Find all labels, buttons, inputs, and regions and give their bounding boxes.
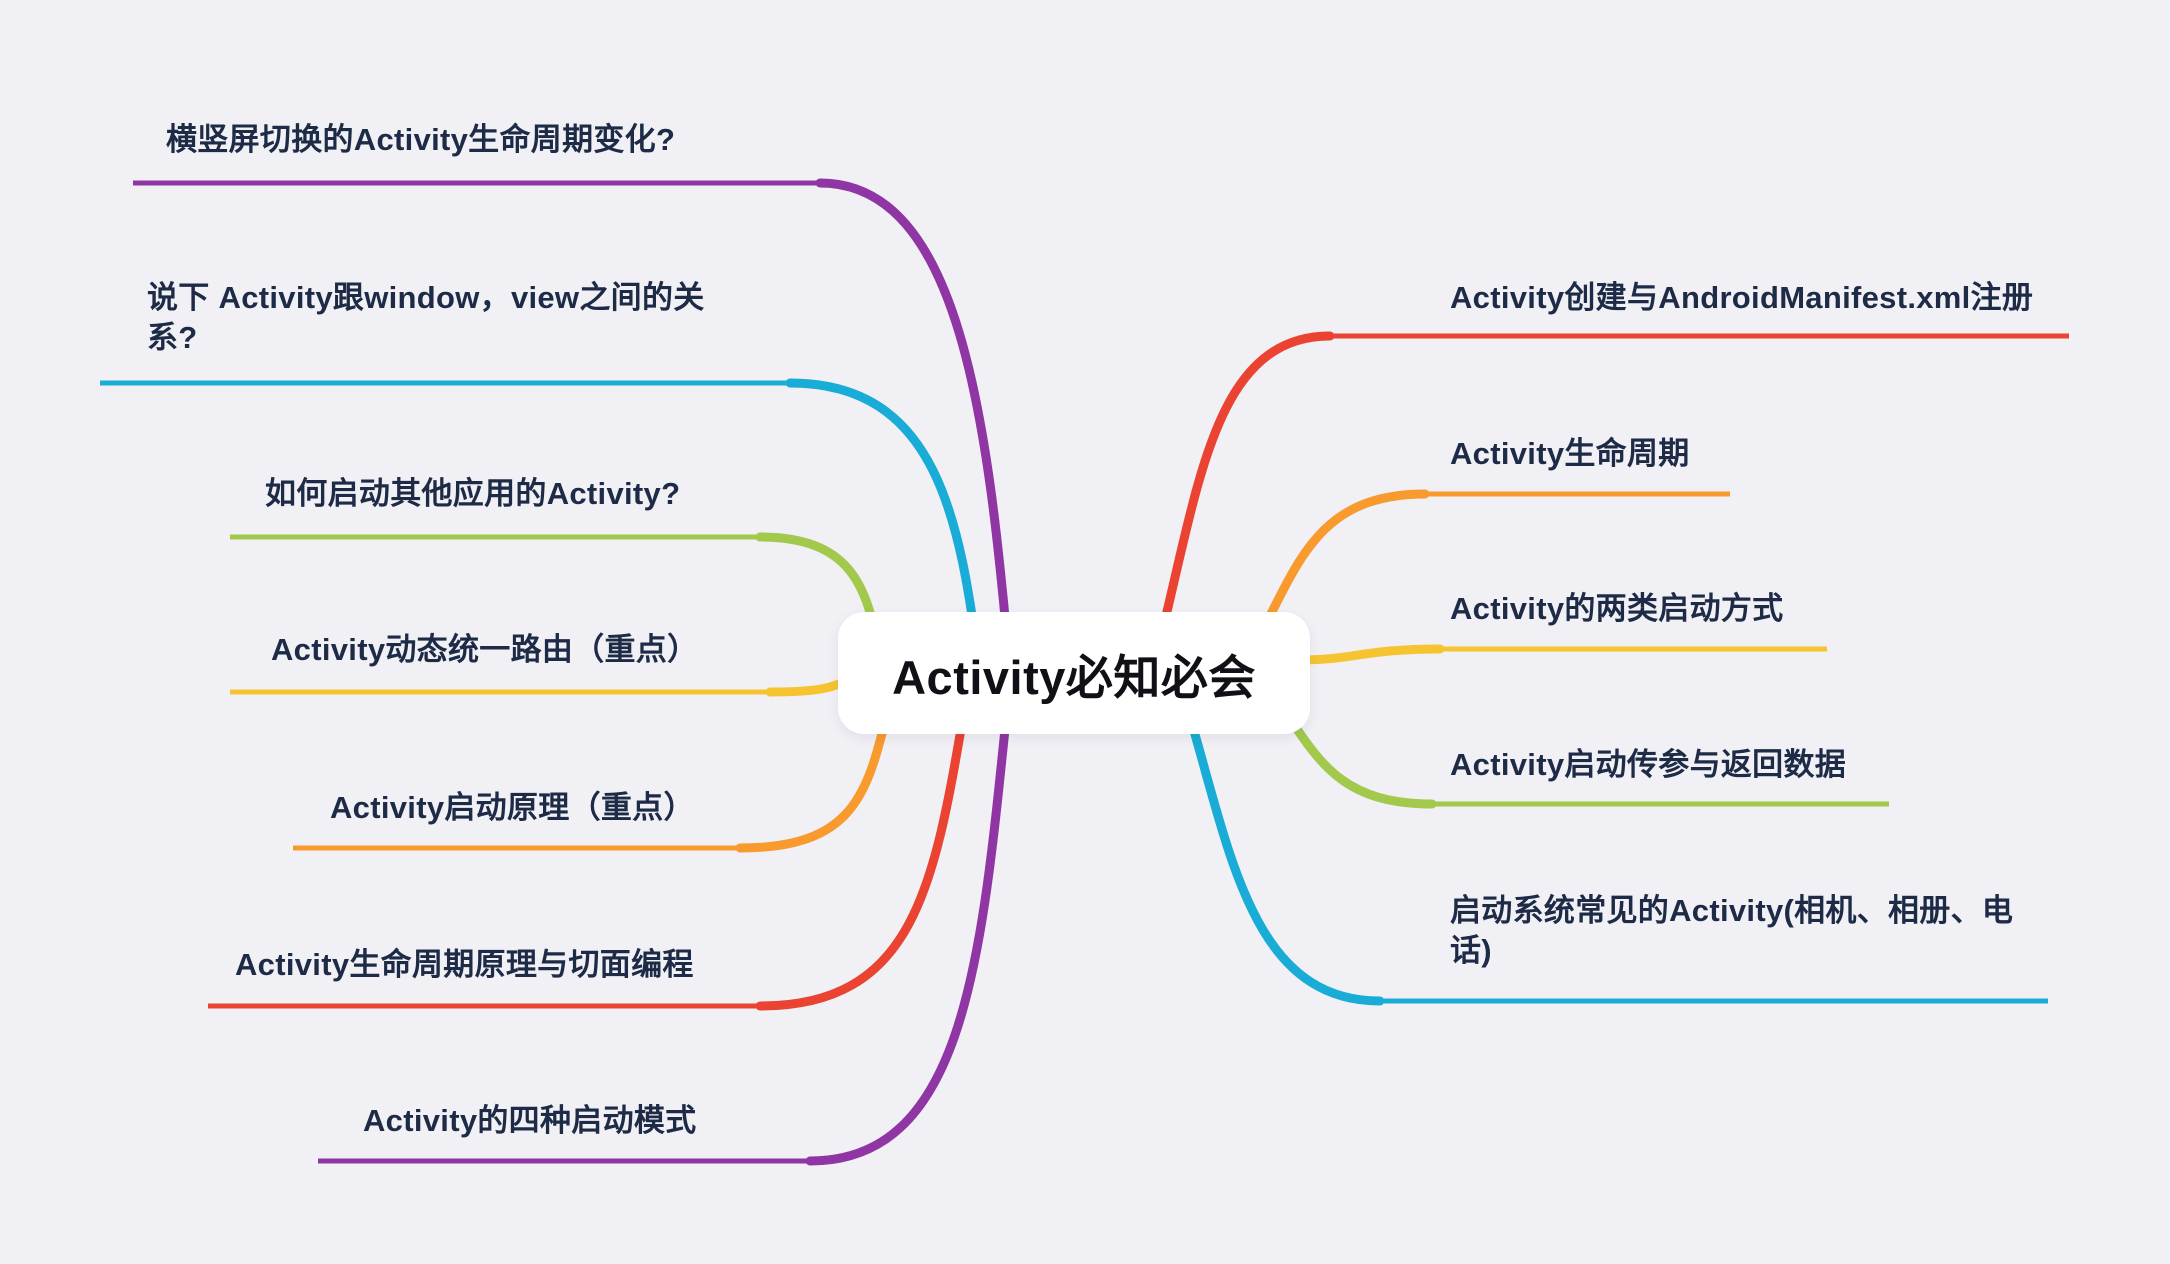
branch-curve-right-5	[1173, 673, 1385, 1006]
branch-curve-left-7	[805, 695, 1013, 1166]
branch-curve-left-6	[755, 695, 971, 1011]
topic-left-activity-window-view[interactable]: 说下 Activity跟window，view之间的关系?	[147, 280, 705, 355]
topic-left-orientation-lifecycle[interactable]: 横竖屏切换的Activity生命周期变化?	[166, 122, 676, 157]
topic-right-params-result[interactable]: Activity启动传参与返回数据	[1450, 747, 1847, 782]
branch-curve-left-5	[735, 697, 895, 853]
branch-curve-left-2	[785, 378, 985, 677]
topic-left-launch-principle[interactable]: Activity启动原理（重点）	[330, 790, 695, 825]
branch-curve-right-3	[1297, 644, 1445, 665]
branch-curve-right-1	[1147, 331, 1335, 677]
topic-left-launch-modes[interactable]: Activity的四种启动模式	[363, 1103, 697, 1138]
topic-left-lifecycle-aop[interactable]: Activity生命周期原理与切面编程	[235, 947, 694, 982]
branch-curve-left-1	[815, 178, 1015, 677]
topic-left-start-other-app[interactable]: 如何启动其他应用的Activity?	[265, 476, 681, 511]
central-topic[interactable]: Activity必知必会	[838, 612, 1310, 734]
topic-left-dynamic-router[interactable]: Activity动态统一路由（重点）	[271, 632, 699, 667]
topic-right-manifest-register[interactable]: Activity创建与AndroidManifest.xml注册	[1450, 280, 2034, 315]
topic-right-system-activities[interactable]: 启动系统常见的Activity(相机、相册、电话)	[1450, 893, 2014, 968]
topic-right-two-launch-ways[interactable]: Activity的两类启动方式	[1450, 591, 1784, 626]
topic-right-lifecycle[interactable]: Activity生命周期	[1450, 436, 1690, 471]
